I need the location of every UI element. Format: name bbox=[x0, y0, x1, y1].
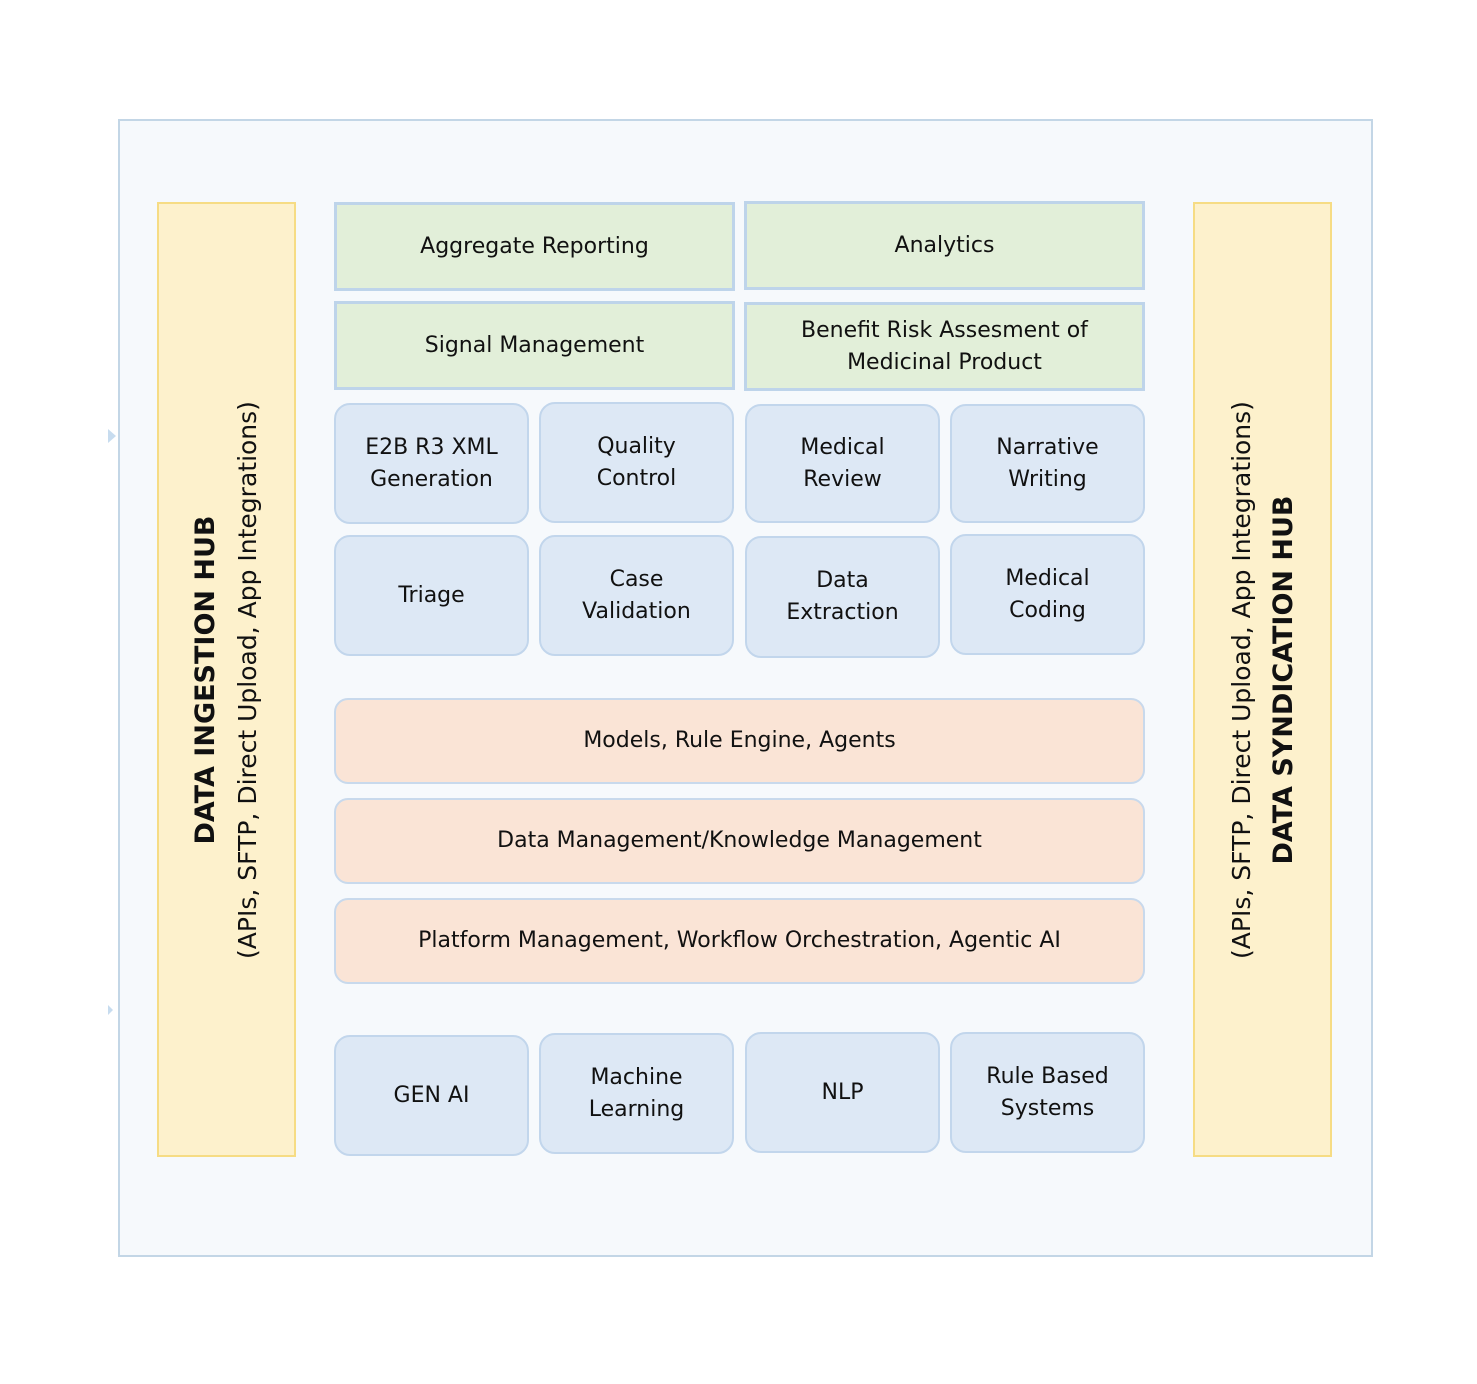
case-validation-label-line1: Case bbox=[609, 566, 664, 592]
e2b-xml-generation-box: E2B R3 XML Generation bbox=[334, 403, 529, 524]
data-extraction-label-line2: Extraction bbox=[786, 600, 899, 625]
rule-based-label-line2: Systems bbox=[1000, 1095, 1095, 1121]
edge-arrow-icon bbox=[108, 1005, 113, 1015]
medical-coding-box: Medical Coding bbox=[950, 534, 1145, 655]
narrative-writing-label-line2: Writing bbox=[1008, 466, 1087, 492]
gen-ai-box: GEN AI bbox=[334, 1035, 529, 1156]
signal-management-label: Signal Management bbox=[424, 332, 645, 358]
aggregate-reporting-label: Aggregate Reporting bbox=[420, 233, 649, 259]
analytics-box: Analytics bbox=[744, 201, 1145, 290]
quality-control-label-line1: Quality bbox=[597, 433, 676, 459]
benefit-risk-label-line2: Medicinal Product bbox=[847, 349, 1042, 375]
gen-ai-label: GEN AI bbox=[393, 1082, 470, 1108]
case-validation-box: Case Validation bbox=[539, 535, 734, 656]
machine-learning-label-line1: Machine bbox=[590, 1064, 683, 1090]
data-management-layer-label: Data Management/Knowledge Management bbox=[497, 828, 982, 853]
narrative-writing-box: Narrative Writing bbox=[950, 404, 1145, 523]
medical-coding-label-line2: Coding bbox=[1009, 597, 1086, 623]
narrative-writing-label-line1: Narrative bbox=[996, 434, 1099, 460]
benefit-risk-box: Benefit Risk Assesment of Medicinal Prod… bbox=[744, 302, 1145, 391]
models-rule-engine-layer: Models, Rule Engine, Agents bbox=[334, 698, 1145, 784]
triage-box: Triage bbox=[334, 535, 529, 656]
analytics-label: Analytics bbox=[894, 232, 995, 258]
rule-based-label-line1: Rule Based bbox=[986, 1063, 1109, 1089]
data-syndication-hub: (APIs, SFTP, Direct Upload, App Integrat… bbox=[1193, 202, 1332, 1157]
aggregate-reporting-box: Aggregate Reporting bbox=[334, 202, 735, 291]
case-validation-label-line2: Validation bbox=[582, 598, 691, 624]
e2b-label-line2: Generation bbox=[370, 466, 493, 492]
data-management-layer: Data Management/Knowledge Management bbox=[334, 798, 1145, 884]
data-extraction-box: Data Extraction bbox=[745, 536, 940, 658]
syndication-hub-title: DATA SYNDICATION HUB bbox=[1267, 495, 1299, 865]
benefit-risk-label-line1: Benefit Risk Assesment of bbox=[801, 317, 1088, 343]
machine-learning-box: Machine Learning bbox=[539, 1033, 734, 1154]
ingestion-hub-subtitle: (APIs, SFTP, Direct Upload, App Integrat… bbox=[232, 400, 262, 959]
syndication-hub-subtitle: (APIs, SFTP, Direct Upload, App Integrat… bbox=[1226, 400, 1256, 959]
triage-label: Triage bbox=[398, 582, 465, 608]
medical-review-label-line1: Medical bbox=[800, 434, 885, 460]
platform-management-layer-label: Platform Management, Workflow Orchestrat… bbox=[418, 928, 1061, 953]
quality-control-label-line2: Control bbox=[596, 465, 677, 491]
data-extraction-label-line1: Data bbox=[816, 568, 869, 593]
nlp-label: NLP bbox=[821, 1079, 864, 1105]
machine-learning-label-line2: Learning bbox=[588, 1096, 685, 1122]
medical-review-box: Medical Review bbox=[745, 404, 940, 523]
signal-management-box: Signal Management bbox=[334, 301, 735, 390]
medical-coding-label-line1: Medical bbox=[1005, 565, 1090, 591]
edge-arrow-icon bbox=[108, 429, 116, 443]
models-layer-label: Models, Rule Engine, Agents bbox=[583, 728, 896, 753]
e2b-label-line1: E2B R3 XML bbox=[365, 434, 498, 460]
platform-management-layer: Platform Management, Workflow Orchestrat… bbox=[334, 898, 1145, 984]
data-ingestion-hub: DATA INGESTION HUB (APIs, SFTP, Direct U… bbox=[157, 202, 296, 1157]
quality-control-box: Quality Control bbox=[539, 402, 734, 523]
medical-review-label-line2: Review bbox=[803, 466, 882, 492]
rule-based-systems-box: Rule Based Systems bbox=[950, 1032, 1145, 1153]
ingestion-hub-title: DATA INGESTION HUB bbox=[189, 514, 221, 845]
nlp-box: NLP bbox=[745, 1032, 940, 1153]
